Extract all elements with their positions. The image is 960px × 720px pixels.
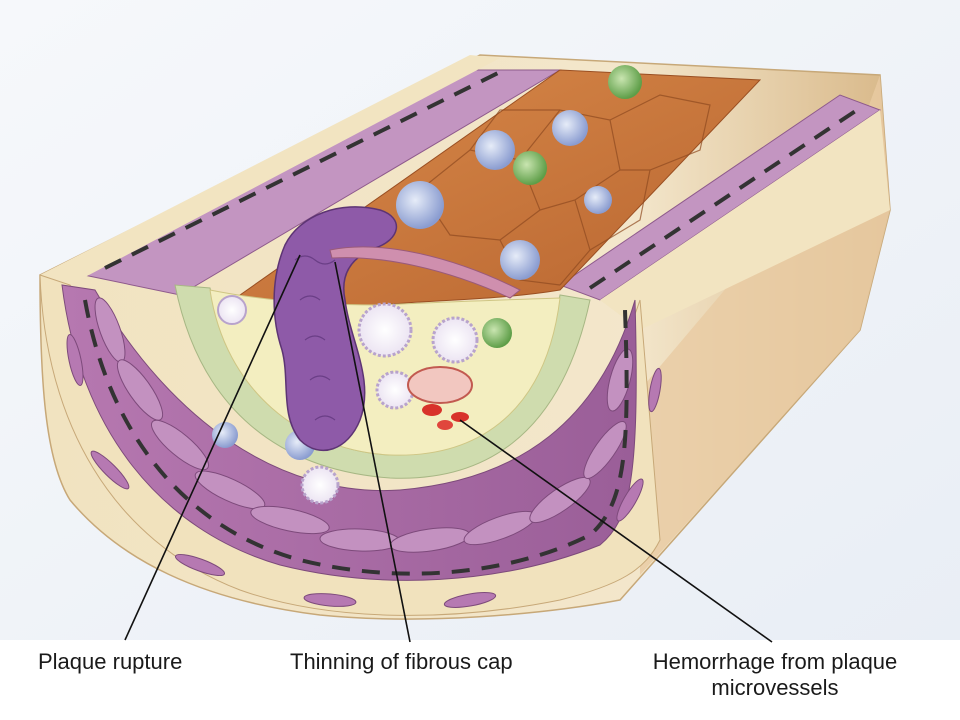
upper-lamina-dash: [104, 70, 501, 270]
label-hemorrhage: Hemorrhage from plaque microvessels: [610, 649, 940, 701]
cut-face-lamina-dash: [83, 299, 629, 576]
right-lamina-dash: [588, 106, 862, 290]
endothelial-cells: [419, 94, 711, 286]
leader-fibrous-cap: [334, 261, 411, 643]
label-hemorrhage-line2: microvessels: [711, 675, 839, 700]
smooth-muscle-cells: [94, 297, 634, 553]
label-hemorrhage-line1: Hemorrhage from plaque: [652, 649, 898, 674]
rupture-texture: [294, 255, 336, 421]
hemorrhage-microvessel: [407, 366, 473, 430]
immune-cells: [212, 65, 642, 460]
leader-hemorrhage: [459, 419, 773, 643]
fibrous-cap: [329, 246, 521, 299]
leader-plaque-rupture: [124, 254, 301, 641]
label-thinning-fibrous-cap: Thinning of fibrous cap: [290, 649, 513, 674]
right-adventitia-band: [600, 110, 890, 330]
label-plaque-rupture: Plaque rupture: [38, 649, 183, 674]
upper-adventitia-band: [40, 55, 500, 285]
plaque-rupture-mass: [273, 206, 398, 451]
adventitia-cells: [66, 334, 662, 608]
